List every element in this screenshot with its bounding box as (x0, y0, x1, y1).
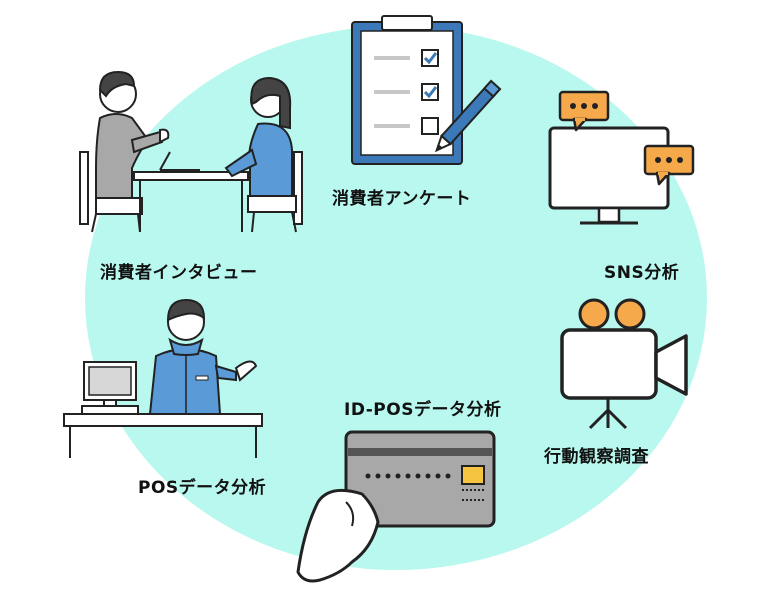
video-camera-icon (560, 298, 688, 430)
label-pos-analysis: POSデータ分析 (138, 478, 267, 498)
hand-card-icon (296, 430, 496, 583)
label-behavior-observation: 行動観察調査 (544, 447, 649, 467)
label-id-pos-analysis: ID-POSデータ分析 (344, 400, 502, 420)
label-sns-analysis: SNS分析 (604, 263, 680, 283)
interview-meeting-icon (79, 70, 303, 233)
cashier-register-icon (63, 298, 263, 458)
label-consumer-interview: 消費者インタビュー (100, 263, 258, 283)
monitor-chat-bubbles-icon (548, 90, 695, 225)
label-consumer-survey: 消費者アンケート (332, 189, 472, 209)
clipboard-checklist-icon (351, 15, 502, 165)
